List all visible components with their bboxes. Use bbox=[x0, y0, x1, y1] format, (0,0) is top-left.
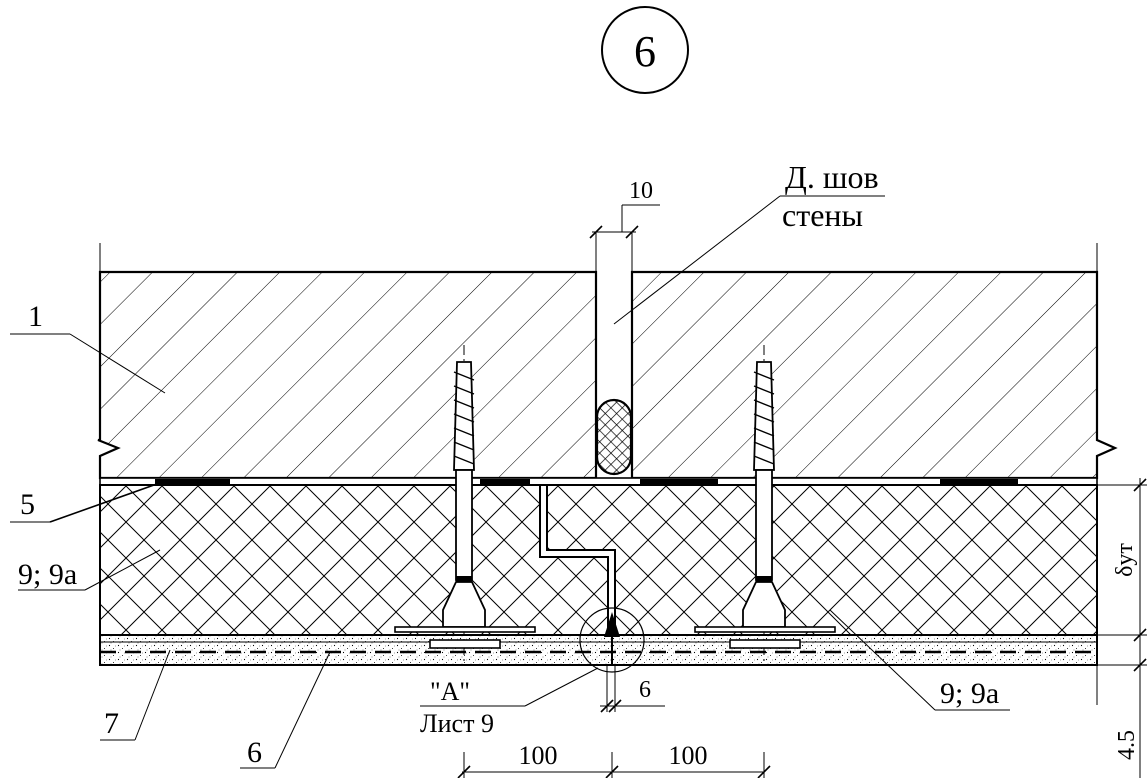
step-width-value: 6 bbox=[639, 677, 651, 703]
dimension-thickness: δут 4.5 bbox=[1096, 478, 1147, 778]
insulation-layer bbox=[99, 484, 1098, 636]
callout-9-right-label: 9; 9а bbox=[940, 677, 999, 710]
callout-9-right: 9; 9а bbox=[829, 609, 1010, 711]
anchor-dowel-left bbox=[394, 345, 536, 665]
dimension-gap-width: 10 bbox=[589, 178, 660, 272]
adhesive-spots bbox=[155, 479, 1018, 485]
callout-6: 6 bbox=[240, 651, 331, 769]
callout-5: 5 bbox=[10, 479, 169, 523]
anchor-dowel-right bbox=[694, 345, 836, 665]
detail-number: 6 bbox=[634, 27, 656, 76]
dimension-spans: 100 100 bbox=[457, 741, 771, 778]
dimension-step-width: 6 bbox=[600, 665, 665, 713]
callout-5-label: 5 bbox=[20, 488, 35, 521]
node-reference: "A" Лист 9 bbox=[420, 667, 599, 738]
render-thickness-label: 4.5 bbox=[1114, 730, 1140, 760]
callout-7-label: 7 bbox=[104, 707, 119, 740]
joint-label-line1: Д. шов bbox=[785, 159, 879, 195]
right-span-value: 100 bbox=[669, 741, 708, 770]
node-reference-sheet: Лист 9 bbox=[420, 709, 494, 738]
node-a-marker bbox=[579, 607, 645, 673]
wall-panel-right bbox=[630, 270, 1118, 480]
sealing-cord bbox=[595, 398, 633, 476]
left-span-value: 100 bbox=[519, 741, 558, 770]
callout-1: 1 bbox=[10, 300, 166, 394]
joint-label-line2: стены bbox=[782, 197, 863, 233]
callout-6-label: 6 bbox=[247, 736, 262, 769]
callout-wall-joint: Д. шов стены bbox=[613, 159, 885, 325]
callout-1-label: 1 bbox=[28, 300, 43, 333]
callout-9-left: 9; 9а bbox=[18, 549, 161, 591]
callout-7: 7 bbox=[100, 649, 171, 741]
render-layer bbox=[99, 634, 1098, 666]
node-reference-label: "A" bbox=[430, 677, 470, 706]
gap-width-value: 10 bbox=[629, 178, 653, 204]
detail-marker: 6 bbox=[601, 6, 689, 94]
wall-panel-left bbox=[97, 270, 598, 480]
callout-9-left-label: 9; 9а bbox=[18, 558, 77, 591]
insulation-thickness-label: δут bbox=[1112, 543, 1138, 577]
